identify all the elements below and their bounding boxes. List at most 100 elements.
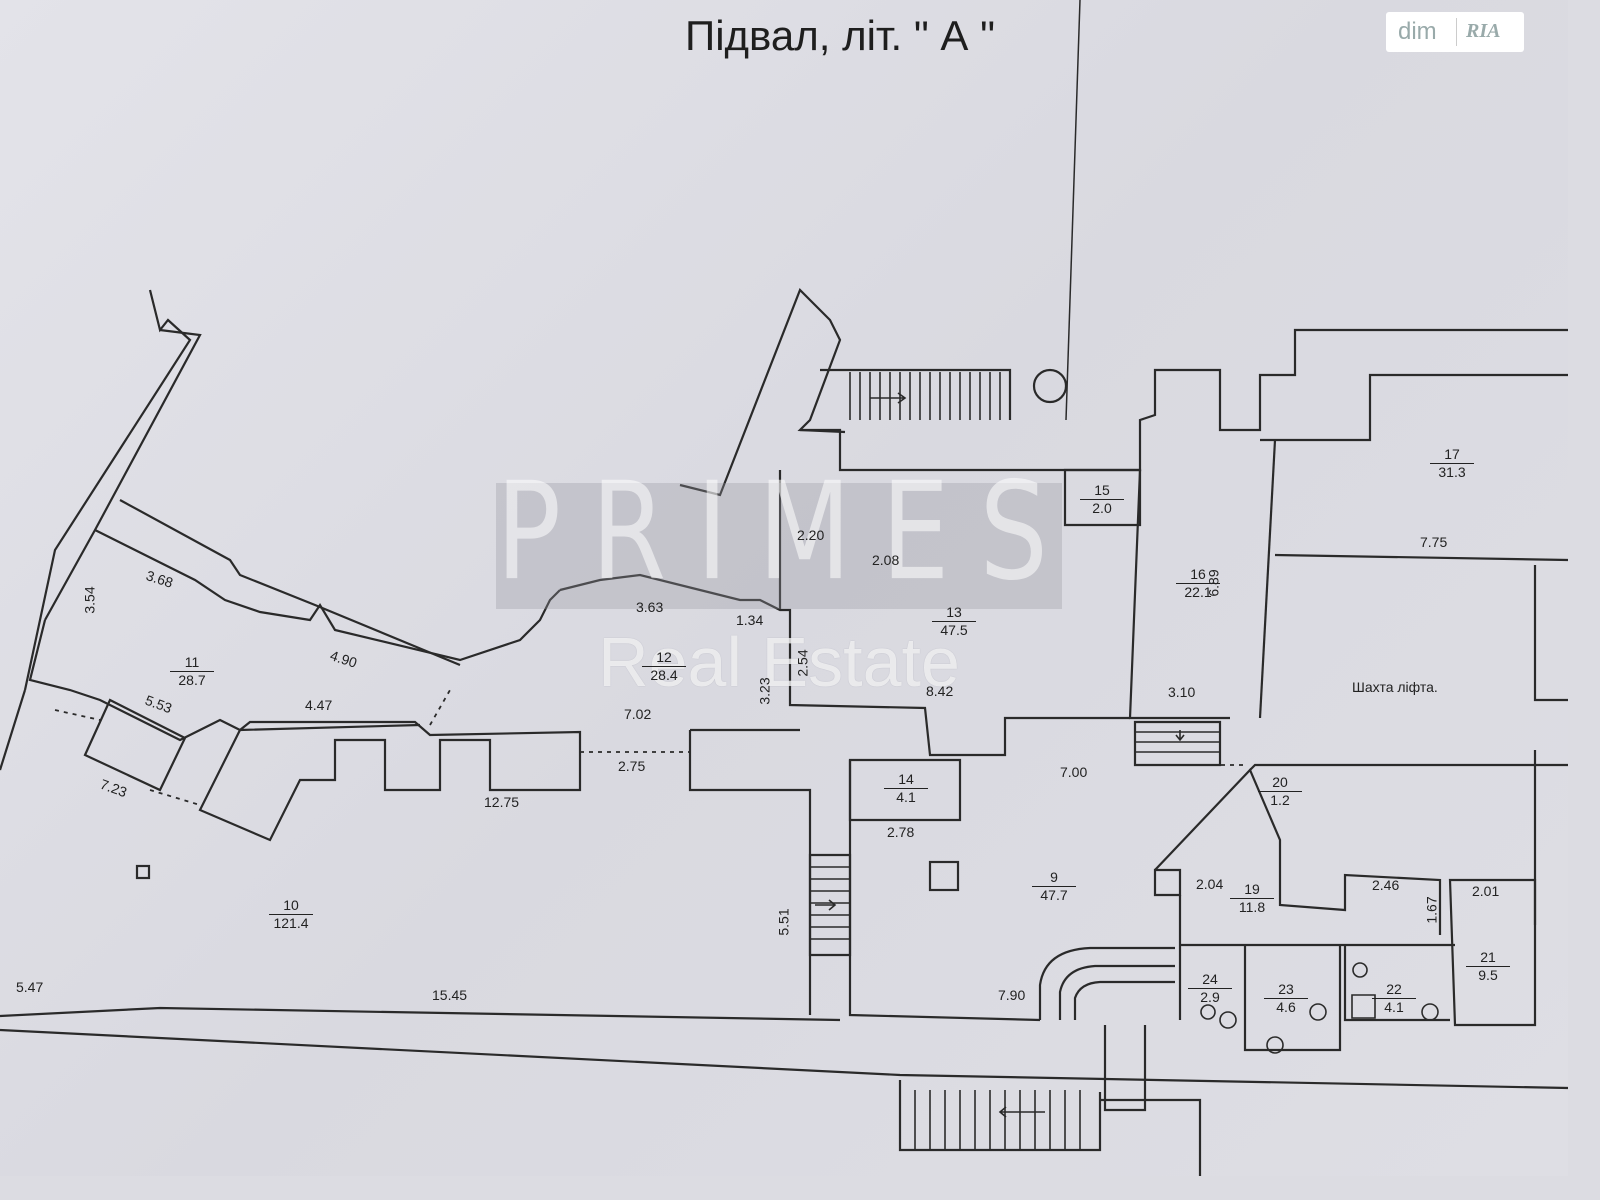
stair bbox=[1103, 1025, 1147, 1112]
outer-wall-line bbox=[0, 1028, 1568, 1090]
sink bbox=[1352, 962, 1368, 978]
dimension-label: 15.45 bbox=[432, 987, 468, 1003]
page-title: Підвал, літ. " А " bbox=[685, 12, 995, 59]
dimension-label: 2.46 bbox=[1372, 877, 1400, 893]
dimension-label: 5.47 bbox=[16, 979, 44, 995]
dimension-label: 3.63 bbox=[636, 599, 664, 615]
dimension-label: 2.75 bbox=[618, 758, 646, 774]
shower bbox=[1351, 994, 1376, 1019]
wall-left bbox=[0, 689, 27, 771]
watermark-top: PRIMES bbox=[496, 454, 1078, 611]
dimension-label: 7.00 bbox=[1060, 764, 1088, 780]
room-23-wall bbox=[1243, 945, 1342, 1052]
dimension-label: 7.02 bbox=[624, 706, 652, 722]
wall bbox=[1100, 1098, 1202, 1176]
dimension-label: 2.20 bbox=[797, 527, 825, 543]
arrow bbox=[998, 1106, 1045, 1118]
stair bbox=[808, 853, 852, 957]
dimension-label: 2.08 bbox=[872, 552, 900, 568]
room-15-wall bbox=[1063, 468, 1142, 527]
dimension-label: 2.54 bbox=[794, 649, 811, 677]
lift-shaft-label: Шахта ліфта. bbox=[1352, 679, 1438, 695]
room-16-wall bbox=[1258, 439, 1277, 719]
stair-wall bbox=[679, 288, 846, 497]
corridor-wall bbox=[44, 328, 202, 621]
upper-wall bbox=[800, 328, 1568, 472]
badge-brand-text: dim bbox=[1398, 18, 1437, 45]
stair bbox=[1133, 720, 1222, 767]
upper-wall bbox=[1260, 373, 1568, 442]
sink bbox=[1266, 1036, 1284, 1054]
room-11-wall bbox=[28, 619, 421, 742]
toilet bbox=[1421, 1003, 1439, 1021]
toilet bbox=[1200, 1004, 1216, 1020]
watermark-box bbox=[496, 483, 1062, 609]
room-16-wall bbox=[1128, 469, 1230, 720]
dimension-label: 2.01 bbox=[1472, 883, 1500, 899]
stair-curve bbox=[1073, 980, 1175, 1020]
badge-divider bbox=[1456, 18, 1457, 46]
dimension-label: 7.75 bbox=[1420, 534, 1448, 550]
toilet bbox=[1309, 1003, 1327, 1021]
stair bbox=[898, 1080, 1102, 1152]
stair bbox=[820, 368, 1012, 420]
dimension-label: 3.10 bbox=[1168, 684, 1196, 700]
sink bbox=[1219, 1011, 1237, 1029]
room-10-wall bbox=[688, 730, 812, 1015]
dimension-label: 6.89 bbox=[1205, 569, 1222, 597]
dimension-label: 2.78 bbox=[887, 824, 915, 840]
wall-11 bbox=[119, 499, 461, 667]
arrow bbox=[815, 899, 837, 911]
dimension-label: 8.42 bbox=[926, 683, 954, 699]
column bbox=[135, 864, 151, 880]
opening bbox=[429, 689, 451, 726]
dimension-label: 12.75 bbox=[484, 794, 520, 810]
floor-plan-page: Підвал, літ. " А " dim RIA PRIMES Real E… bbox=[0, 0, 1568, 1176]
dimension-label: 1.67 bbox=[1423, 896, 1440, 924]
arrow bbox=[870, 392, 907, 404]
column bbox=[928, 860, 960, 892]
corridor-wall bbox=[559, 573, 1130, 757]
room-10-wall bbox=[198, 720, 582, 842]
floor-plan-drawing bbox=[0, 0, 1568, 1176]
badge-brand-logo: RIA bbox=[1466, 20, 1501, 42]
outer-wall-line bbox=[0, 1006, 841, 1022]
arrow bbox=[1175, 730, 1185, 742]
stair-curve bbox=[1038, 946, 1175, 1020]
watermark-bottom: Real Estate bbox=[598, 623, 960, 701]
small-room bbox=[83, 698, 187, 792]
opening bbox=[54, 709, 101, 721]
corridor-wall bbox=[23, 289, 192, 691]
dimension-label: 3.54 bbox=[81, 586, 98, 614]
dimension-label: 1.34 bbox=[736, 612, 764, 628]
opening bbox=[149, 789, 201, 806]
reference-line bbox=[1065, 0, 1081, 421]
room-22-wall bbox=[1343, 945, 1450, 1022]
room-17-wall bbox=[1274, 553, 1568, 562]
brand-badge: dim RIA bbox=[1386, 12, 1524, 52]
room-9-wall bbox=[848, 760, 1041, 1022]
room-19-wall bbox=[1154, 768, 1442, 935]
room-17-wall bbox=[1533, 565, 1568, 702]
stair-curve bbox=[1058, 964, 1175, 1020]
dimension-label: 7.90 bbox=[998, 987, 1026, 1003]
wall-11 bbox=[94, 529, 561, 662]
dimension-label: 3.23 bbox=[756, 677, 773, 705]
wall bbox=[1249, 763, 1568, 771]
dimension-label: 2.04 bbox=[1196, 876, 1224, 892]
